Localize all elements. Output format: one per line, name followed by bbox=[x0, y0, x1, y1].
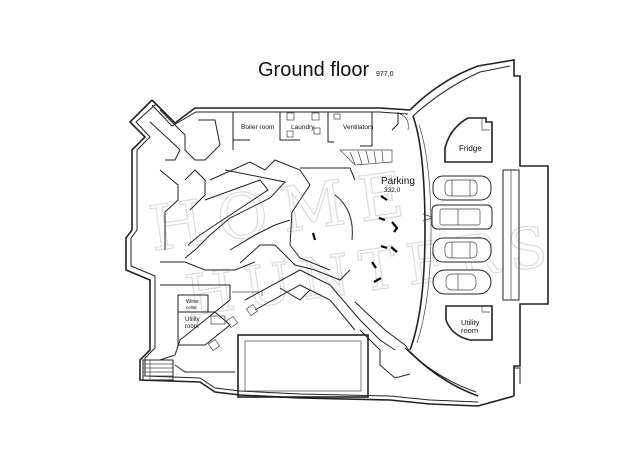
car-3 bbox=[432, 237, 492, 263]
parking-markings bbox=[311, 195, 399, 283]
parking-area: 332,0 bbox=[384, 187, 401, 194]
utility-room-right-label-1: Utility bbox=[461, 318, 480, 327]
service-rooms bbox=[232, 112, 409, 150]
total-area: 977,0 bbox=[376, 71, 394, 78]
utility-room-left bbox=[177, 311, 231, 346]
laundry-label: Laundry bbox=[291, 124, 315, 131]
watermark: HOME HUNTERS bbox=[144, 155, 561, 330]
fixtures bbox=[207, 290, 263, 352]
boiler-room-label: Boiler room bbox=[241, 124, 274, 131]
parking-label: Parking bbox=[381, 176, 415, 187]
wine-cellar-label-1: Wine bbox=[186, 299, 199, 305]
page-title: Ground floor bbox=[258, 59, 370, 81]
wine-cellar-label-2: cellar bbox=[186, 305, 197, 310]
ramp bbox=[502, 169, 520, 301]
staircase-southwest bbox=[142, 359, 174, 381]
parked-cars bbox=[422, 175, 493, 295]
car-2 bbox=[422, 204, 493, 230]
ventilators-label: Ventilators bbox=[343, 124, 374, 131]
utility-room-left-label-1: Utility bbox=[185, 317, 200, 323]
car-1 bbox=[432, 175, 492, 201]
utility-room-left-label-2: room bbox=[185, 324, 199, 330]
pool bbox=[237, 334, 369, 398]
utility-room-right bbox=[445, 305, 493, 341]
utility-room-right-label-2: room bbox=[461, 326, 478, 335]
interior-walls bbox=[149, 109, 411, 379]
outer-walls bbox=[125, 59, 549, 407]
fridge-label: Fridge bbox=[459, 144, 482, 153]
staircase-top bbox=[339, 149, 393, 166]
car-4 bbox=[432, 269, 492, 295]
fridge-room bbox=[444, 117, 493, 163]
